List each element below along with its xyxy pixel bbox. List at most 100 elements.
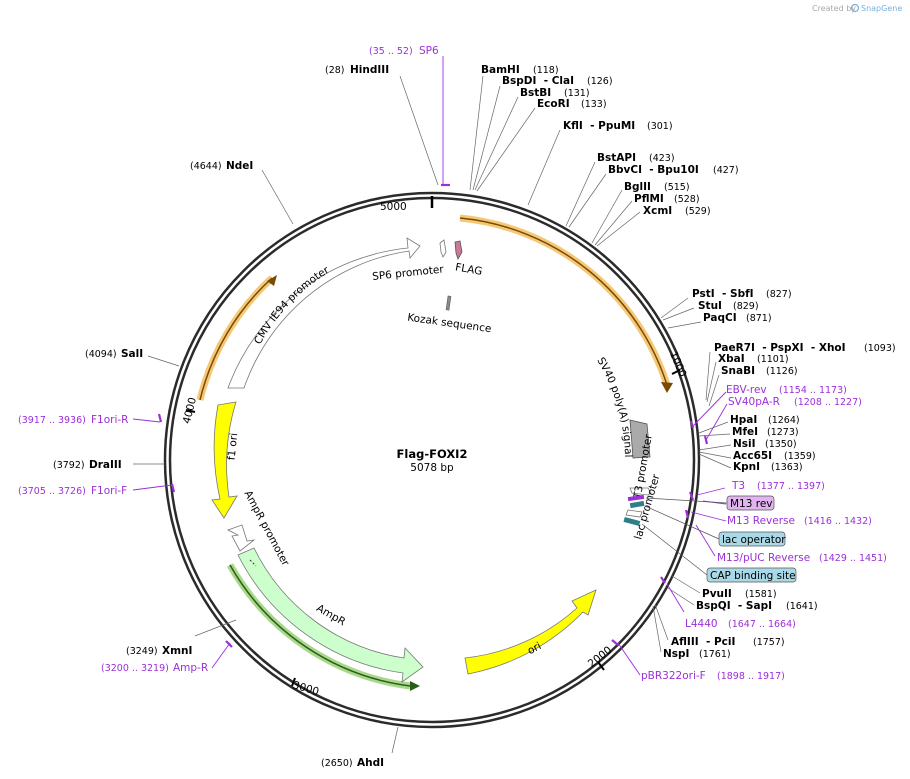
enzyme-pvuii[interactable]: PvuII bbox=[702, 588, 732, 600]
tick-marks bbox=[185, 369, 681, 687]
enzyme-kpni-pos: (1363) bbox=[771, 462, 803, 473]
enzyme-paer7i-pspxi-xhoi-pos: (1093) bbox=[864, 343, 896, 354]
m13-rev-box[interactable] bbox=[726, 495, 775, 511]
m13-rev-mark bbox=[627, 494, 645, 502]
primer-m13-puc-reverse[interactable]: M13/pUC Reverse bbox=[717, 552, 810, 564]
enzyme-xbai[interactable]: XbaI bbox=[718, 353, 745, 365]
ori-label: ori bbox=[526, 640, 544, 657]
t3-promoter-arrow bbox=[629, 487, 652, 496]
primer-m13-reverse[interactable]: M13 Reverse bbox=[727, 515, 795, 527]
enzyme-ahdi[interactable]: AhdI bbox=[357, 757, 384, 769]
enzyme-snabi[interactable]: SnaBI bbox=[721, 365, 755, 377]
enzyme-afliii-pcii[interactable]: AflIII - PciI bbox=[671, 636, 735, 648]
lac-promoter-arrow bbox=[625, 509, 643, 518]
sp6-promoter-label: SP6 promoter bbox=[372, 263, 445, 283]
primer-leader-lines bbox=[132, 56, 728, 676]
enzyme-paqci[interactable]: PaqCI bbox=[703, 312, 737, 324]
primer-ebv-rev[interactable]: EBV-rev bbox=[726, 384, 767, 396]
enzyme-paer7i-pspxi-xhoi[interactable]: PaeR7I - PspXI - XhoI bbox=[714, 342, 846, 354]
enzyme-bamhi-pos: (118) bbox=[533, 65, 559, 76]
enzyme-acc65i[interactable]: Acc65I bbox=[733, 450, 772, 462]
enzyme-nsii[interactable]: NsiI bbox=[733, 438, 756, 450]
enzyme-bstapi[interactable]: BstAPI bbox=[597, 152, 636, 164]
enzyme-acc65i-pos: (1359) bbox=[784, 451, 816, 462]
enzyme-mfei-pos: (1273) bbox=[767, 427, 799, 438]
enzyme-bstbi[interactable]: BstBI bbox=[520, 87, 551, 99]
ampr-outer-arc bbox=[229, 564, 411, 687]
enzyme-nsii-pos: (1350) bbox=[765, 439, 797, 450]
primer-sp6[interactable]: SP6 bbox=[419, 45, 439, 57]
cap-binding-site-box[interactable] bbox=[706, 567, 797, 583]
sv40-polya-signal bbox=[629, 419, 651, 459]
enzyme-xcmi-pos: (529) bbox=[685, 206, 711, 217]
enzyme-kfli-ppumi-pos: (301) bbox=[647, 121, 673, 132]
enzyme-stui[interactable]: StuI bbox=[698, 300, 722, 312]
enzyme-kpni[interactable]: KpnI bbox=[733, 461, 760, 473]
lac-operator-mark bbox=[629, 500, 645, 509]
foxi2-cds-arrowhead bbox=[661, 382, 673, 393]
f1-ori-label: f1 ori bbox=[226, 432, 241, 460]
enzyme-nspi-pos: (1761) bbox=[699, 649, 731, 660]
kozak-label: Kozak sequence bbox=[407, 312, 493, 336]
enzyme-afliii-pcii-pos: (1757) bbox=[753, 637, 785, 648]
enzyme-draiii-pos: (3792) bbox=[53, 460, 85, 471]
ampr-promoter-arrow bbox=[226, 524, 256, 552]
enzyme-paqci-pos: (871) bbox=[746, 313, 772, 324]
enzyme-bstbi-pos: (131) bbox=[564, 88, 590, 99]
enzyme-bbvci-bpu10i[interactable]: BbvCI - Bpu10I bbox=[608, 164, 699, 176]
enzyme-hpai[interactable]: HpaI bbox=[730, 414, 757, 426]
backbone-outer bbox=[163, 191, 701, 729]
primer-m13-puc-reverse-pos: (1429 .. 1451) bbox=[819, 553, 887, 564]
flag-label: FLAG bbox=[454, 261, 483, 278]
flag-arrow bbox=[454, 240, 463, 260]
enzyme-ecori[interactable]: EcoRI bbox=[537, 98, 570, 110]
ampr-arrow bbox=[237, 547, 424, 683]
enzyme-bglii-pos: (515) bbox=[664, 182, 690, 193]
primer-f1ori-r[interactable]: F1ori-R bbox=[91, 414, 128, 426]
primer-m13-reverse-pos: (1416 .. 1432) bbox=[804, 516, 872, 527]
cmv-promoter-label: CMV IE94 promoter bbox=[252, 264, 332, 347]
sv40-polya-label: SV40 poly(A) signal bbox=[594, 355, 634, 457]
enzyme-kfli-ppumi[interactable]: KflI - PpuMI bbox=[563, 120, 635, 132]
enzyme-bglii[interactable]: BglII bbox=[624, 181, 651, 193]
tick-5000: 5000 bbox=[380, 201, 407, 213]
ampr-outer-arrowhead bbox=[410, 681, 420, 691]
foxi2-cds-highlight bbox=[459, 214, 671, 387]
enzyme-hindiii[interactable]: HindIII bbox=[350, 64, 389, 76]
cmv-promoter-arrow bbox=[227, 237, 421, 389]
primer-sv40pa-r-pos: (1208 .. 1227) bbox=[794, 397, 862, 408]
enzyme-draiii[interactable]: DraIII bbox=[89, 459, 122, 471]
kozak-mark bbox=[445, 295, 452, 311]
enzyme-ndei[interactable]: NdeI bbox=[226, 160, 253, 172]
enzyme-nspi[interactable]: NspI bbox=[663, 648, 689, 660]
enzyme-sali[interactable]: SalI bbox=[121, 348, 143, 360]
cmv-enhancer-arrowhead bbox=[267, 275, 277, 286]
enzyme-xcmi[interactable]: XcmI bbox=[643, 205, 672, 217]
plasmid-size: 5078 bp bbox=[410, 462, 454, 474]
cmv-enhancer-arc bbox=[199, 277, 273, 401]
primer-l4440[interactable]: L4440 bbox=[685, 618, 718, 630]
enzyme-pflmi[interactable]: PflMI bbox=[634, 193, 664, 205]
primer-sv40pa-r[interactable]: SV40pA-R bbox=[728, 396, 780, 408]
enzyme-psti-sbfi[interactable]: PstI - SbfI bbox=[692, 288, 754, 300]
tick-1000: 1000 bbox=[667, 350, 688, 379]
brand-text: SnapGene bbox=[861, 4, 902, 13]
enzyme-bspdi-clai-pos: (126) bbox=[587, 76, 613, 87]
enzyme-mfei[interactable]: MfeI bbox=[732, 426, 758, 438]
enzyme-pflmi-pos: (528) bbox=[674, 194, 700, 205]
primer-amp-r[interactable]: Amp-R bbox=[173, 662, 208, 674]
lac-operator-box[interactable] bbox=[718, 531, 786, 547]
primer-f1ori-f[interactable]: F1ori-F bbox=[91, 485, 127, 497]
primer-pbr322ori-f[interactable]: pBR322ori-F bbox=[641, 670, 706, 682]
credit-text: Created by bbox=[812, 4, 856, 13]
enzyme-snabi-pos: (1126) bbox=[766, 366, 798, 377]
enzyme-xmni[interactable]: XmnI bbox=[162, 645, 192, 657]
enzyme-bspqi-sapi[interactable]: BspQI - SapI bbox=[696, 600, 772, 612]
primer-sp6-pos: (35 .. 52) bbox=[369, 46, 413, 57]
enzyme-bamhi[interactable]: BamHI bbox=[481, 64, 520, 76]
primer-t3-pos: (1377 .. 1397) bbox=[757, 481, 825, 492]
enzyme-stui-pos: (829) bbox=[733, 301, 759, 312]
primer-t3[interactable]: T3 bbox=[731, 480, 745, 492]
enzyme-bspdi-clai[interactable]: BspDI - ClaI bbox=[502, 75, 574, 87]
